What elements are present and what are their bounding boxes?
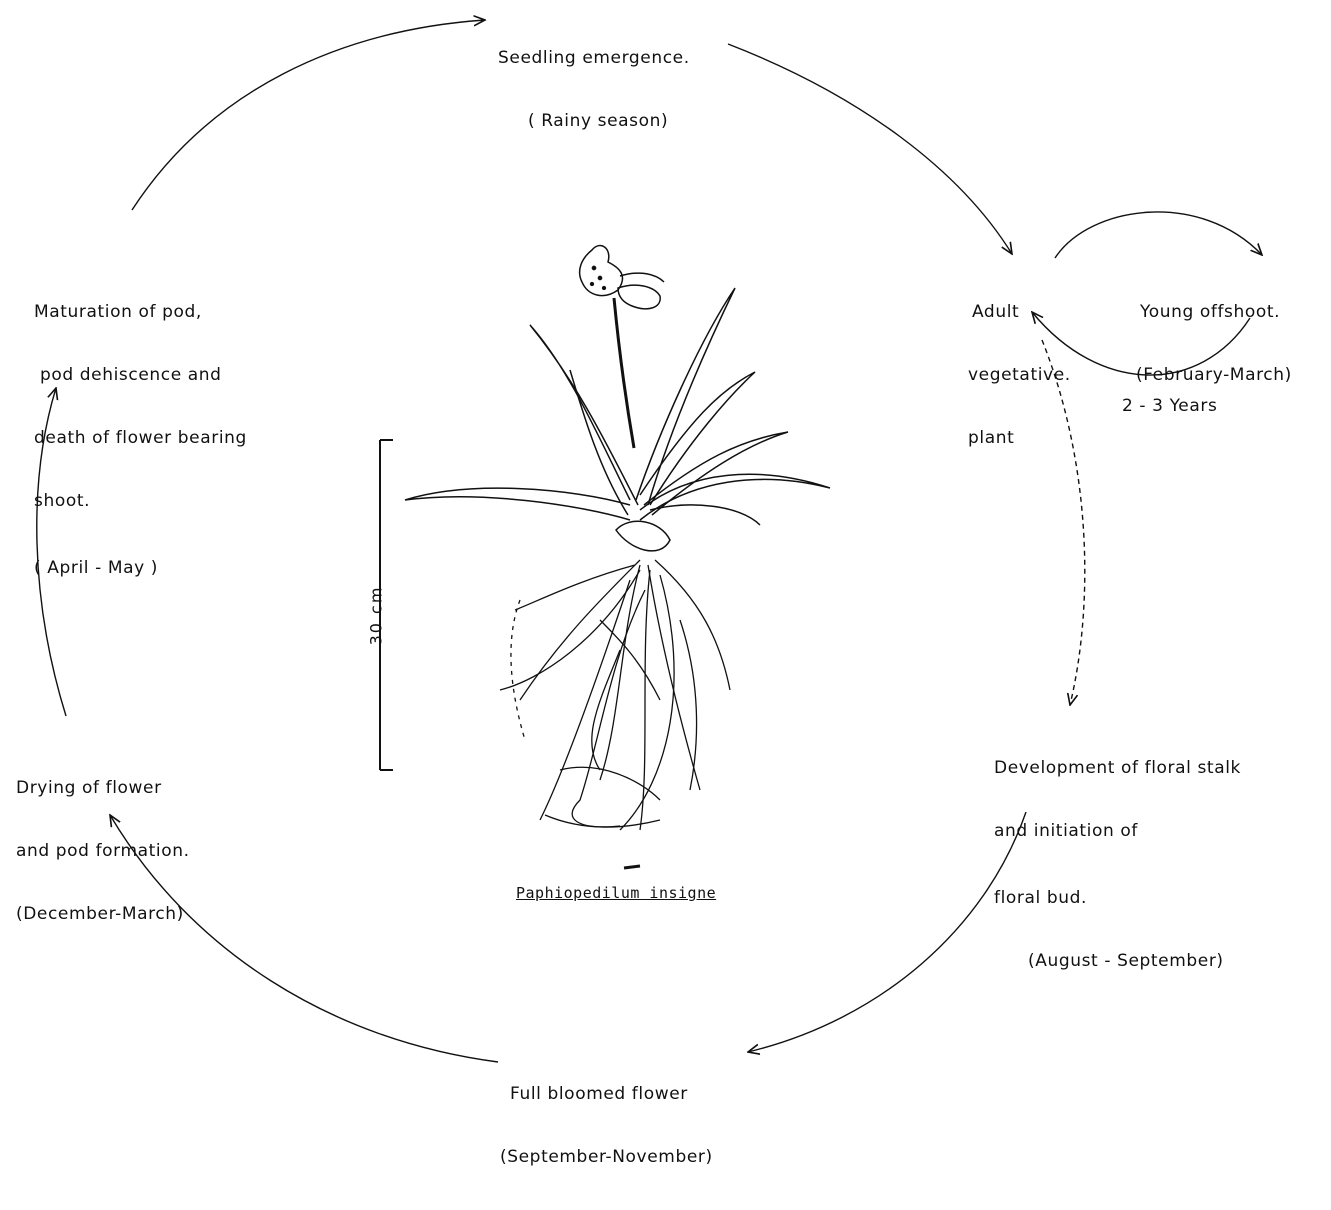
leaf bbox=[570, 370, 628, 515]
stage-floral-line3: floral bud. bbox=[994, 888, 1241, 909]
flower-petal bbox=[580, 246, 623, 296]
stage-adult-line1: Adult bbox=[968, 302, 1071, 323]
stage-bloom: Full bloomed flower (September-November) bbox=[500, 1042, 713, 1210]
arrow-floral-to-bloom bbox=[748, 812, 1026, 1052]
roots bbox=[500, 560, 730, 830]
stage-seedling-season: ( Rainy season) bbox=[498, 111, 690, 132]
leaf bbox=[405, 488, 630, 520]
stage-bloom-season: (September-November) bbox=[500, 1147, 713, 1168]
leaf bbox=[640, 372, 755, 505]
species-caption: Paphiopedilum insigne bbox=[516, 884, 716, 902]
arrow-maturation-to-seedling bbox=[132, 20, 485, 210]
arrow-adult-to-offshoot bbox=[1055, 212, 1262, 258]
stage-floral-season: (August - September) bbox=[994, 951, 1241, 972]
stage-maturation-season: ( April - May ) bbox=[34, 558, 247, 579]
stage-maturation: Maturation of pod, pod dehiscence and de… bbox=[34, 260, 247, 621]
stage-bloom-title: Full bloomed flower bbox=[500, 1084, 713, 1105]
stage-floral: Development of floral stalk and initiati… bbox=[994, 716, 1241, 1014]
stage-drying: Drying of flower and pod formation. (Dec… bbox=[16, 736, 190, 967]
orchid-illustration bbox=[405, 246, 830, 868]
stage-drying-season: (December-March) bbox=[16, 904, 190, 925]
stage-maturation-line4: shoot. bbox=[34, 491, 247, 512]
stage-seedling-title: Seedling emergence. bbox=[498, 48, 690, 69]
scale-bar-label: 30 cm bbox=[366, 586, 385, 646]
stage-adult-line2: vegetative. bbox=[968, 365, 1071, 386]
arrow-seedling-to-adult bbox=[728, 44, 1012, 254]
stage-adult-line3: plant bbox=[968, 428, 1071, 449]
life-cycle-diagram: Seedling emergence. ( Rainy season) Adul… bbox=[0, 0, 1331, 1091]
stage-floral-line1: Development of floral stalk bbox=[994, 758, 1241, 779]
stage-floral-line2: and initiation of bbox=[994, 821, 1241, 842]
leaf bbox=[640, 474, 830, 520]
offshoot-cycle-duration: 2 - 3 Years bbox=[1122, 396, 1217, 417]
flower-lip bbox=[618, 285, 660, 309]
stage-drying-line1: Drying of flower bbox=[16, 778, 190, 799]
stage-offshoot-title: Young offshoot. bbox=[1136, 302, 1292, 323]
flower-stalk bbox=[614, 298, 634, 448]
leaf bbox=[650, 505, 760, 525]
stage-maturation-line1: Maturation of pod, bbox=[34, 302, 247, 323]
stage-seedling: Seedling emergence. ( Rainy season) bbox=[498, 6, 690, 174]
stage-maturation-line2: pod dehiscence and bbox=[34, 365, 247, 386]
stage-offshoot-season: (February-March) bbox=[1136, 365, 1292, 386]
stage-adult: Adult vegetative. plant bbox=[968, 260, 1071, 491]
stage-drying-line2: and pod formation. bbox=[16, 841, 190, 862]
stage-maturation-line3: death of flower bearing bbox=[34, 428, 247, 449]
plant-base bbox=[616, 521, 670, 551]
soil-mark bbox=[624, 866, 640, 868]
